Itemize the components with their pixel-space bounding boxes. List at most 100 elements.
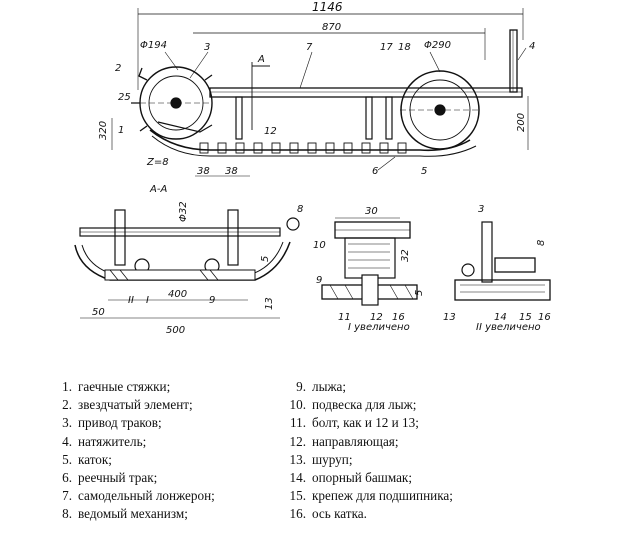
legend-item: 15. крепеж для подшипника; bbox=[280, 487, 453, 505]
legend-number: 10. bbox=[289, 397, 306, 413]
callout-11: 11 bbox=[338, 312, 351, 323]
legend-item: 10. подвеска для лыж; bbox=[280, 396, 453, 414]
legend-item: 14. опорный башмак; bbox=[280, 469, 453, 487]
dim-5a: 5 bbox=[260, 256, 271, 262]
callout-15: 15 bbox=[519, 312, 532, 323]
legend-text: опорный башмак; bbox=[312, 470, 413, 486]
dim-32: Φ32 bbox=[178, 201, 189, 222]
callout-2: 2 bbox=[115, 63, 121, 74]
callout-10: 10 bbox=[313, 240, 326, 251]
legend-number: 6. bbox=[62, 470, 72, 486]
callout-7: 7 bbox=[306, 42, 313, 53]
dim-total-length: 1146 bbox=[312, 0, 343, 14]
arrow-a-label: А bbox=[257, 54, 265, 65]
legend-item: 5. каток; bbox=[46, 451, 215, 469]
roman-1: I bbox=[146, 295, 149, 306]
dim-320: 320 bbox=[98, 121, 109, 140]
legend-item: 3.привод траков; bbox=[46, 414, 215, 432]
callout-5: 5 bbox=[421, 166, 427, 177]
callout-9: 9 bbox=[209, 295, 215, 306]
detail-1-label: I увеличено bbox=[348, 322, 410, 333]
callout-1: 1 bbox=[118, 125, 124, 136]
legend-item: 12. направляющая; bbox=[280, 433, 453, 451]
dim-400: 400 bbox=[168, 289, 187, 300]
section-label: А-А bbox=[149, 184, 167, 195]
legend-item: 16. ось катка. bbox=[280, 505, 453, 523]
legend-text: самодельный лонжерон; bbox=[78, 488, 215, 504]
legend-number: 12. bbox=[289, 433, 306, 449]
detail-2-label: II увеличено bbox=[476, 322, 541, 333]
legend-item: 8. ведомый механизм; bbox=[46, 505, 215, 523]
callout-8: 8 bbox=[297, 204, 303, 215]
dim-38b: 38 bbox=[225, 166, 238, 177]
legend-text: гаечные стяжки; bbox=[78, 379, 171, 394]
legend-text: лыжа; bbox=[312, 379, 347, 394]
callout-12: 12 bbox=[370, 312, 383, 323]
legend-text: привод траков; bbox=[78, 415, 162, 431]
callout-13: 13 bbox=[443, 312, 456, 323]
legend-right: 9. лыжа; 10. подвеска для лыж; 11. болт, как … bbox=[280, 378, 453, 524]
legend-item: 9. лыжа; bbox=[280, 378, 453, 396]
legend-text: звездчатый элемент; bbox=[78, 397, 193, 413]
technical-drawing: 1146 870 Φ194 А Φ290 bbox=[74, 0, 551, 336]
legend-text: ось катка. bbox=[312, 506, 367, 522]
legend-number: 7. bbox=[62, 488, 72, 504]
section-aa-view: А-А Φ32 400 500 50 5 13 II I 9 8 bbox=[74, 184, 303, 336]
legend-number: 5. bbox=[62, 451, 72, 467]
callout-4: 4 bbox=[529, 41, 535, 52]
callout-14: 14 bbox=[494, 312, 507, 323]
legend-number: 2. bbox=[62, 397, 72, 413]
dim-30: 30 bbox=[365, 206, 378, 217]
callout-16b: 16 bbox=[538, 312, 551, 323]
legend-text: реечный трак; bbox=[78, 470, 158, 486]
dim-12: 12 bbox=[264, 126, 277, 137]
dim-50: 50 bbox=[92, 307, 105, 318]
callout-3: 3 bbox=[204, 42, 210, 53]
legend-text: шуруп; bbox=[312, 451, 353, 467]
legend-item: 11. болт, как и 12 и 13; bbox=[280, 414, 453, 432]
callout-16: 16 bbox=[392, 312, 405, 323]
legend-item: 13. шуруп; bbox=[280, 451, 453, 469]
legend-number: 15. bbox=[289, 488, 306, 504]
legend-number: 8. bbox=[62, 506, 72, 522]
dim-32b: 32 bbox=[400, 249, 411, 262]
legend-text: крепеж для подшипника; bbox=[312, 488, 453, 504]
legend-left: 1. гаечные стяжки; 2. звездчатый элемент;3.… bbox=[46, 378, 215, 524]
legend-number: 13. bbox=[289, 451, 306, 467]
legend-number: 11. bbox=[290, 415, 306, 431]
dim-teeth: Z=8 bbox=[146, 157, 169, 168]
legend-text: направляющая; bbox=[312, 433, 399, 449]
dim-wheel-dia: Φ290 bbox=[424, 40, 451, 51]
roman-2: II bbox=[128, 295, 134, 306]
legend-text: подвеска для лыж; bbox=[312, 397, 417, 413]
dim-500: 500 bbox=[166, 325, 185, 336]
legend-text: каток; bbox=[78, 451, 112, 467]
legend-item: 6. реечный трак; bbox=[46, 469, 215, 487]
legend-text: натяжитель; bbox=[78, 433, 147, 449]
legend-number: 16. bbox=[289, 506, 306, 522]
legend-item: 1. гаечные стяжки; bbox=[46, 378, 215, 396]
dim-38a: 38 bbox=[197, 166, 210, 177]
dim-200: 200 bbox=[516, 113, 527, 132]
dim-3: 3 bbox=[478, 204, 484, 215]
legend-number: 14. bbox=[289, 470, 306, 486]
callout-9b: 9 bbox=[316, 275, 322, 286]
legend-number: 9. bbox=[296, 379, 306, 394]
dim-870: 870 bbox=[322, 22, 341, 33]
legend-item: 2. звездчатый элемент; bbox=[46, 396, 215, 414]
dim-25: 25 bbox=[118, 92, 131, 103]
callout-17: 17 bbox=[380, 42, 393, 53]
callout-18: 18 bbox=[398, 42, 411, 53]
legend-text: болт, как и 12 и 13; bbox=[312, 415, 419, 431]
callout-6: 6 bbox=[372, 166, 378, 177]
legend-item: 4. натяжитель; bbox=[46, 433, 215, 451]
dim-8: 8 bbox=[536, 240, 547, 246]
legend-item: 7. самодельный лонжерон; bbox=[46, 487, 215, 505]
detail-1-view: 30 32 5 I увеличено 10 9 11 12 16 bbox=[313, 206, 425, 333]
legend-number: 1. bbox=[62, 379, 72, 394]
dim-5b: 5 bbox=[414, 290, 425, 296]
legend-number: 4. bbox=[62, 433, 72, 449]
legend-text: ведомый механизм; bbox=[78, 506, 188, 522]
side-view: 1146 870 Φ194 А Φ290 bbox=[98, 0, 535, 177]
detail-2-view: 3 8 II увеличено 13 14 15 16 bbox=[443, 204, 551, 333]
